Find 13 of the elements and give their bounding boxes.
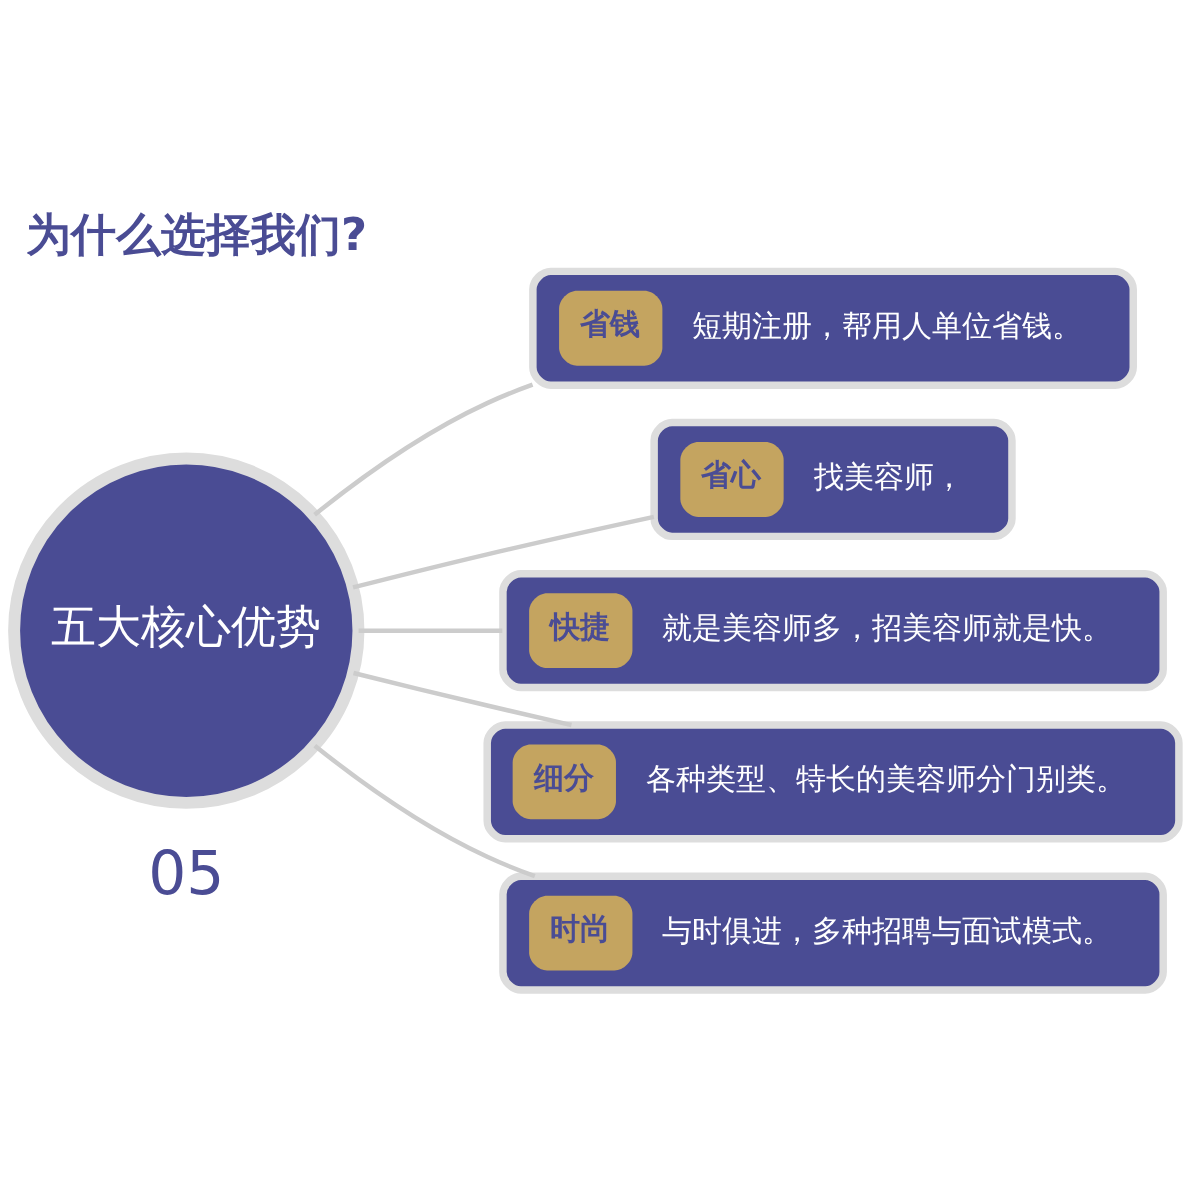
node-box: 时尚 与时俱进，多种招聘与面试模式。 — [499, 872, 1167, 994]
connector — [352, 514, 655, 590]
node-box: 快捷 就是美容师多，招美容师就是快。 — [499, 570, 1167, 692]
connector — [358, 628, 503, 633]
connector — [313, 382, 534, 517]
node-box: 细分 各种类型、特长的美容师分门别类。 — [483, 721, 1183, 843]
node-box: 省钱 短期注册，帮用人单位省钱。 — [529, 267, 1137, 389]
node-box: 省心 找美容师， — [650, 418, 1016, 541]
node-circle: 五大核心优势 — [8, 452, 365, 809]
diagram-title: 为什么选择我们? — [26, 208, 368, 262]
label: 05 — [148, 838, 225, 909]
connector — [352, 670, 572, 728]
connector — [313, 743, 536, 879]
